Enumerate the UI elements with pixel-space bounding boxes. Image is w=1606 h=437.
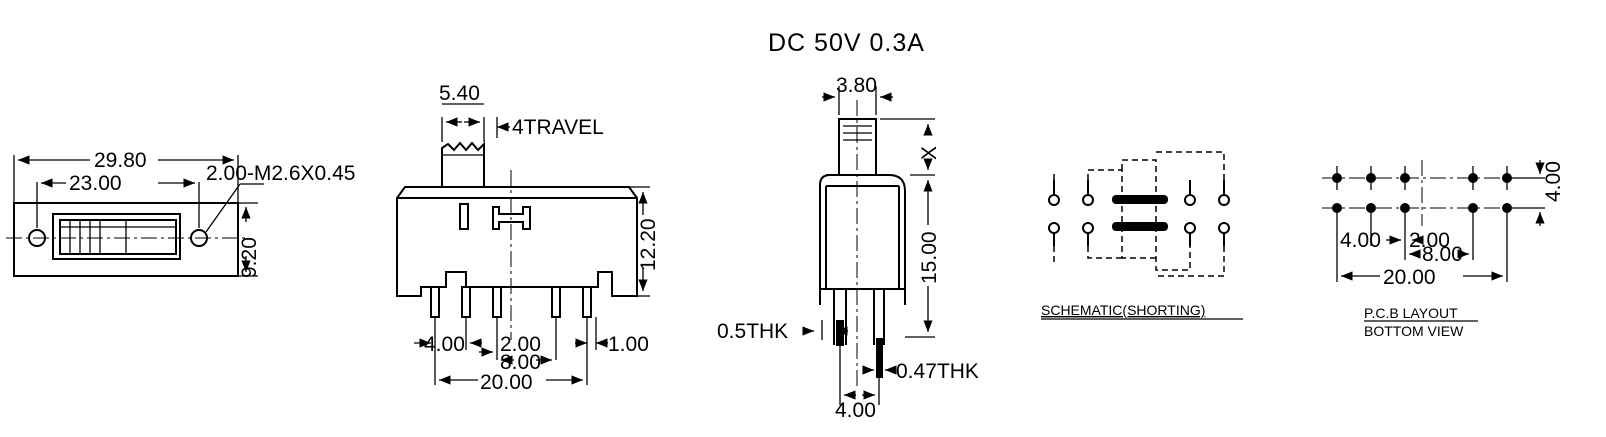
pcb-caption-line2: BOTTOM VIEW xyxy=(1364,323,1464,339)
pcb-layout: 4.00 4.00 2.00 8.00 20.00 P.C.B LAYOUT B… xyxy=(1322,160,1565,339)
dim-pcb-span-inner: 8.00 xyxy=(1422,243,1463,266)
dim-span-total: 20.00 xyxy=(480,371,533,394)
dim-pcb-pitch-inner: 2.00 xyxy=(1409,229,1450,252)
dim-end-pin-pitch: 4.00 xyxy=(835,399,876,422)
dim-pcb-row-pitch: 4.00 xyxy=(1542,161,1565,202)
dim-hole-spec: 2.00-M2.6X0.45 xyxy=(206,162,355,185)
end-body xyxy=(819,174,906,290)
detent-slot xyxy=(459,203,469,230)
pcb-caption-line1: P.C.B LAYOUT xyxy=(1364,305,1458,321)
slot-outline xyxy=(52,213,181,260)
mounting-hole-left xyxy=(28,229,46,247)
dim-actuator-height: X xyxy=(918,146,941,160)
dim-end-body-height: 15.00 xyxy=(918,231,941,284)
dim-end-actuator-width: 3.80 xyxy=(836,74,877,97)
schematic-caption: SCHEMATIC(SHORTING) xyxy=(1041,302,1205,318)
side-view: 5.40 4TRAVEL 12.20 4.00 2.00 8.00 20.00 … xyxy=(396,82,660,394)
dim-overall-length: 29.80 xyxy=(94,149,147,172)
side-view-body xyxy=(396,186,638,297)
shorting-contact-bottom xyxy=(1112,222,1168,231)
dim-pin-pitch: 4.00 xyxy=(424,333,465,356)
contact-slider xyxy=(492,206,531,230)
rating-title: DC 50V 0.3A xyxy=(768,29,925,57)
dim-top-height: 9.20 xyxy=(238,237,261,278)
shorting-contact-top xyxy=(1112,195,1168,204)
dim-actuator-width: 5.40 xyxy=(439,82,480,105)
dim-hole-pitch: 23.00 xyxy=(69,172,122,195)
dim-pcb-span-total: 20.00 xyxy=(1383,266,1436,289)
schematic: SCHEMATIC(SHORTING) xyxy=(1041,151,1243,320)
top-view: 29.80 23.00 2.00-M2.6X0.45 9.20 xyxy=(6,149,355,278)
dim-body-height: 12.20 xyxy=(637,218,660,271)
mounting-hole-right xyxy=(190,229,208,247)
actuator xyxy=(441,141,485,187)
dim-span-inner: 8.00 xyxy=(500,351,541,374)
top-view-body xyxy=(13,202,239,277)
dim-pin-thickness: 0.47THK xyxy=(896,360,979,383)
dim-pin-pitch-inner: 2.00 xyxy=(500,333,541,356)
dim-pin-width: 1.00 xyxy=(608,333,649,356)
dim-travel: 4TRAVEL xyxy=(512,116,604,139)
dim-pcb-pitch-outer: 4.00 xyxy=(1340,229,1381,252)
dim-frame-thickness: 0.5THK xyxy=(717,320,788,343)
end-view: 3.80 X 15.00 0.5THK 0.47THK 4.00 xyxy=(717,74,979,422)
